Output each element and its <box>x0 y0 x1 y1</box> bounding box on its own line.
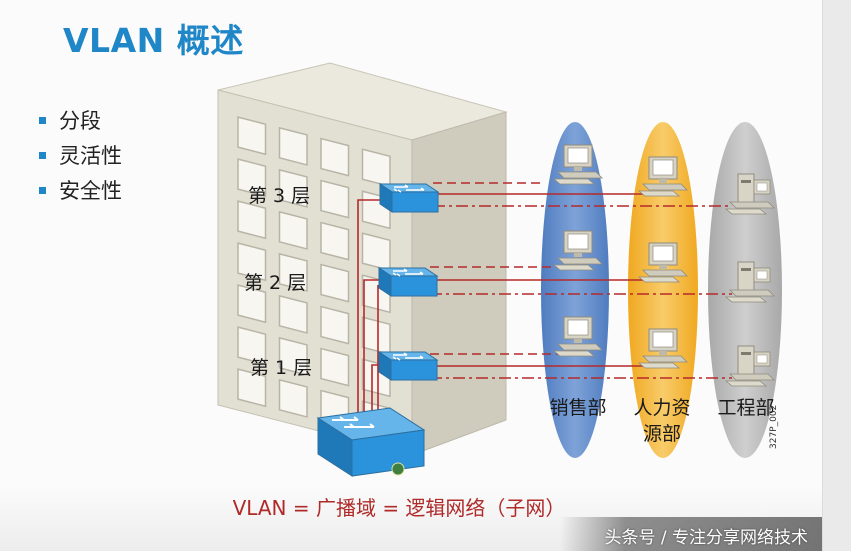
building-window <box>278 252 308 292</box>
building-window <box>237 116 267 156</box>
building-window <box>361 232 391 272</box>
bullet-square-icon <box>39 152 46 159</box>
vlan-links <box>430 182 732 379</box>
vlan-caption: VLAN = 广播域 = 逻辑网络（子网） <box>232 496 566 520</box>
building-window <box>237 200 267 240</box>
bullet-text: 分段 <box>59 109 101 133</box>
building-window <box>237 326 267 366</box>
backbone-links <box>357 199 382 420</box>
bullet-square-icon <box>39 187 46 194</box>
figure-code: 327P_002 <box>769 404 779 449</box>
page-title: VLAN 概述 <box>63 21 244 60</box>
core-switch <box>316 407 426 477</box>
building-window <box>320 179 350 219</box>
building-windows <box>237 116 391 440</box>
building-window <box>278 210 308 250</box>
building-window <box>237 284 267 324</box>
bullet-list: 分段 灵活性 安全性 <box>38 106 122 211</box>
dept-label-hr-line1: 人力资 <box>633 397 690 419</box>
switch-floor-3 <box>379 183 439 213</box>
switch-floor-2 <box>378 267 438 297</box>
building-window <box>278 168 308 208</box>
bullet-text: 灵活性 <box>59 144 122 168</box>
watermark-bar: 头条号 / 专注分享网络技术 <box>560 517 822 551</box>
floor-label-3: 第 3 层 <box>248 185 310 207</box>
right-scroll-edge <box>822 0 851 551</box>
bullet-item: 安全性 <box>38 176 122 211</box>
building-window <box>278 126 308 166</box>
building-window <box>320 263 350 303</box>
building-window <box>237 242 267 282</box>
switch-floor-1 <box>378 351 438 381</box>
building-window <box>237 368 267 408</box>
building-window <box>278 336 308 376</box>
floor-label-2: 第 2 层 <box>244 272 306 294</box>
bullet-square-icon <box>39 117 46 124</box>
dept-label-hr-line2: 源部 <box>643 423 681 445</box>
dept-label-engineering: 工程部 <box>717 397 774 419</box>
bullet-text: 安全性 <box>59 179 122 203</box>
dept-label-sales: 销售部 <box>549 397 606 419</box>
building-window <box>278 378 308 418</box>
bullet-item: 分段 <box>38 106 122 141</box>
floor-label-1: 第 1 层 <box>250 357 312 379</box>
building-window <box>278 294 308 334</box>
bullet-item: 灵活性 <box>38 141 122 176</box>
building-window <box>320 137 350 177</box>
building-window <box>320 305 350 345</box>
vlan-diagram: 第 3 层 第 2 层 第 1 层 销售部 人力资 源部 工程部 <box>217 62 782 477</box>
watermark-text: 头条号 / 专注分享网络技术 <box>604 528 808 548</box>
building-window <box>361 148 391 188</box>
building-window <box>237 158 267 198</box>
building-window <box>320 347 350 387</box>
building-window <box>361 316 391 356</box>
building-window <box>320 221 350 261</box>
